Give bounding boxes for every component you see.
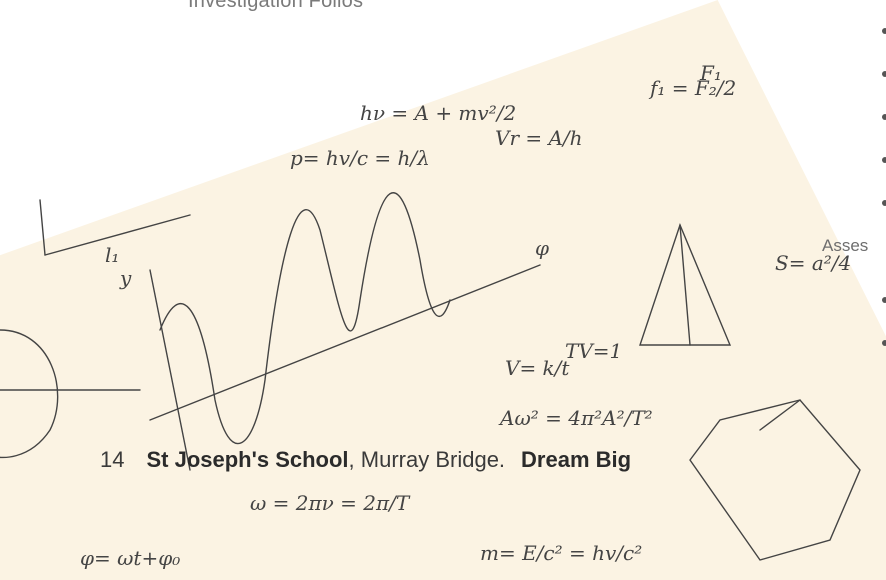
page-number: 14: [100, 447, 125, 472]
svg-text:y: y: [119, 266, 132, 290]
svg-text:hν = A + mv²/2: hν = A + mv²/2: [360, 101, 516, 125]
bullet-marker: [882, 28, 886, 34]
section-label: Asses: [822, 236, 869, 255]
svg-text:Vr = A/h: Vr = A/h: [495, 126, 583, 150]
bullet-marker: [882, 200, 886, 206]
svg-text:l₁: l₁: [105, 243, 119, 267]
svg-text:Aω² = 4π²A²/T²: Aω² = 4π²A²/T²: [498, 406, 653, 430]
bullet-marker: [882, 340, 886, 346]
svg-text:S= a²/4: S= a²/4: [775, 251, 851, 275]
school-location: , Murray Bridge.: [348, 447, 506, 472]
bullet-marker: [882, 297, 886, 303]
bullet-marker: [882, 71, 886, 77]
page-caption: Investigation Folios: [188, 0, 364, 12]
bullet-marker: [882, 114, 886, 120]
svg-text:TV=1: TV=1: [565, 339, 622, 363]
motto: Dream Big: [521, 447, 632, 472]
bullet-marker: [882, 157, 886, 163]
svg-text:m= E/c² = hv/c²: m= E/c² = hv/c²: [480, 541, 642, 565]
svg-text:F₁: F₁: [699, 61, 722, 85]
svg-text:f₁ = F₂/2: f₁ = F₂/2: [648, 76, 736, 100]
svg-text:V= k/t: V= k/t: [505, 356, 570, 380]
svg-text:ω = 2πν = 2π/T: ω = 2πν = 2π/T: [250, 491, 411, 515]
svg-text:φ: φ: [535, 236, 549, 260]
svg-text:φ= ωt+φ₀: φ= ωt+φ₀: [80, 546, 180, 570]
school-name: St Joseph's School: [146, 447, 349, 472]
svg-text:p= hv/c = h/λ: p= hv/c = h/λ: [290, 146, 430, 170]
page-footer: 14 St Joseph's School, Murray Bridge. Drea…: [100, 447, 631, 473]
